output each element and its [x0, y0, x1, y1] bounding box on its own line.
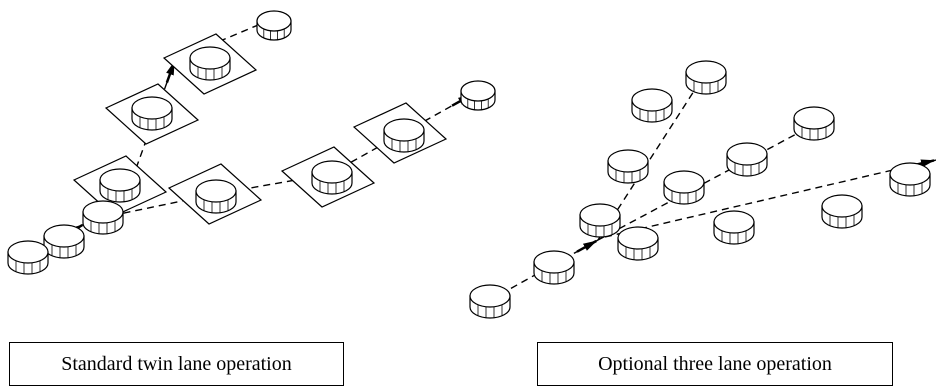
lane-path-segment — [329, 93, 474, 175]
vehicle-puck — [195, 179, 237, 214]
vehicle-puck — [99, 168, 141, 203]
vehicle-puck — [726, 142, 768, 177]
vehicle-puck — [889, 162, 931, 197]
vehicle-puck — [82, 200, 124, 235]
vehicle-puck — [189, 46, 231, 81]
vehicle-puck — [383, 118, 425, 153]
vehicle-puck — [533, 250, 575, 285]
vehicle-pucks — [7, 10, 931, 319]
caption-optional-three-lane: Optional three lane operation — [537, 342, 893, 386]
vehicle-puck — [793, 106, 835, 141]
lane-path-segment — [597, 115, 831, 241]
vehicle-puck — [713, 210, 755, 245]
vehicle-puck — [607, 149, 649, 184]
vehicle-puck — [663, 170, 705, 205]
vehicle-puck — [131, 96, 173, 131]
vehicle-puck — [579, 203, 621, 238]
vehicle-puck — [311, 160, 353, 195]
vehicle-puck — [617, 226, 659, 261]
vehicle-puck — [685, 60, 727, 95]
vehicle-puck — [256, 10, 292, 41]
vehicle-puck — [43, 224, 85, 259]
vehicle-puck — [821, 194, 863, 229]
lane-paths — [27, 19, 936, 301]
vehicle-puck — [631, 88, 673, 123]
lane-path-segment — [604, 159, 936, 238]
vehicle-puck — [460, 80, 496, 111]
caption-standard-twin-lane: Standard twin lane operation — [9, 342, 344, 386]
direction-arrow — [576, 239, 598, 253]
vehicle-puck — [469, 284, 511, 319]
vehicle-puck — [7, 240, 49, 275]
